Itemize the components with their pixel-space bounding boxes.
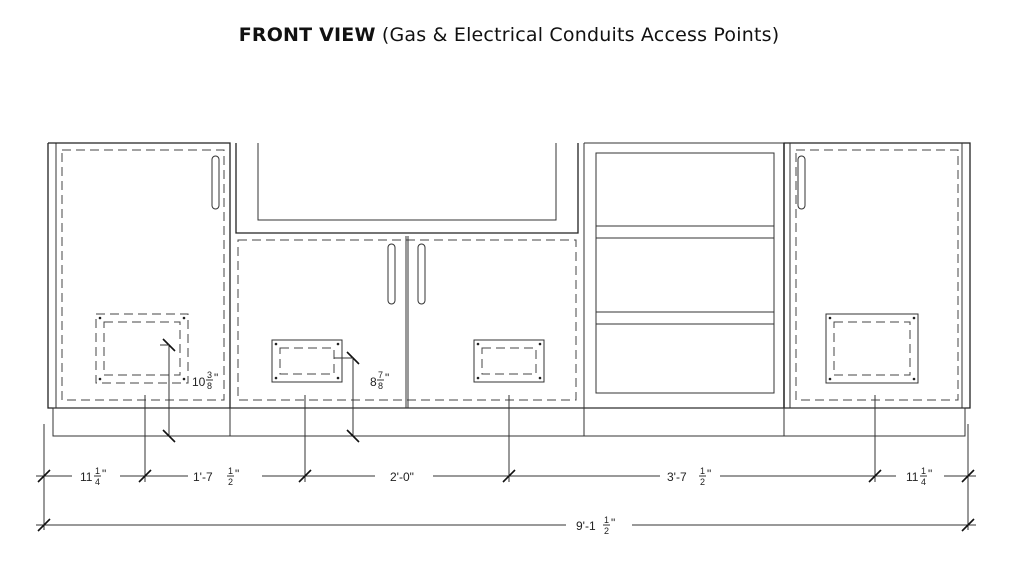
svg-text:4: 4 bbox=[921, 477, 926, 487]
svg-text:11: 11 bbox=[80, 470, 93, 484]
svg-text:8: 8 bbox=[370, 375, 377, 389]
door-handle-right bbox=[417, 243, 426, 305]
dim-label-vertical-2: 8 7 8 " bbox=[370, 370, 389, 391]
left-cabinet-door bbox=[61, 149, 225, 401]
svg-text:2'-0": 2'-0" bbox=[390, 470, 414, 484]
title-main: FRONT VIEW bbox=[238, 24, 376, 46]
svg-text:1: 1 bbox=[921, 466, 926, 476]
svg-text:2: 2 bbox=[604, 526, 609, 536]
access-panel-left bbox=[95, 313, 189, 384]
svg-text:": " bbox=[611, 516, 615, 530]
dim-label-1: 11 1 4 " bbox=[80, 466, 106, 487]
right-cabinet-door bbox=[795, 149, 959, 401]
dimension-line-row bbox=[36, 469, 976, 483]
access-panel-center-left bbox=[271, 339, 343, 383]
svg-text:3: 3 bbox=[207, 370, 212, 380]
svg-text:": " bbox=[385, 371, 389, 385]
svg-text:": " bbox=[235, 467, 239, 481]
svg-text:10: 10 bbox=[192, 375, 206, 389]
drawing-title: FRONT VIEW (Gas & Electrical Conduits Ac… bbox=[0, 24, 1018, 46]
svg-text:2: 2 bbox=[228, 477, 233, 487]
svg-text:4: 4 bbox=[95, 477, 100, 487]
vertical-dimension-leaders bbox=[160, 338, 360, 443]
svg-text:11: 11 bbox=[906, 470, 919, 484]
drawer-stack bbox=[595, 152, 775, 394]
extension-lines bbox=[43, 395, 969, 530]
dim-label-3: 2'-0" bbox=[390, 470, 414, 484]
svg-text:1: 1 bbox=[228, 466, 233, 476]
svg-text:7: 7 bbox=[378, 370, 383, 380]
svg-text:": " bbox=[214, 371, 218, 385]
access-panel-center-right bbox=[473, 339, 545, 383]
svg-text:": " bbox=[102, 467, 106, 481]
svg-text:3'-7: 3'-7 bbox=[667, 470, 687, 484]
svg-text:1'-7: 1'-7 bbox=[193, 470, 213, 484]
grill-double-doors bbox=[237, 236, 577, 408]
svg-text:1: 1 bbox=[604, 515, 609, 525]
right-door-handle bbox=[797, 155, 806, 210]
svg-text:8: 8 bbox=[378, 381, 383, 391]
dim-label-overall: 9'-1 1 2 " bbox=[576, 515, 615, 536]
dim-label-5: 11 1 4 " bbox=[906, 466, 932, 487]
svg-text:": " bbox=[707, 467, 711, 481]
dim-label-vertical-1: 10 3 8 " bbox=[192, 370, 218, 391]
svg-text:9'-1: 9'-1 bbox=[576, 519, 596, 533]
svg-text:8: 8 bbox=[207, 381, 212, 391]
door-handle-left bbox=[387, 243, 396, 305]
svg-text:2: 2 bbox=[700, 477, 705, 487]
title-subtitle: (Gas & Electrical Conduits Access Points… bbox=[381, 24, 780, 46]
dim-label-4: 3'-7 1 2 " bbox=[667, 466, 711, 487]
cabinet-outline bbox=[47, 142, 971, 437]
overall-dimension-line bbox=[36, 518, 976, 532]
svg-text:1: 1 bbox=[700, 466, 705, 476]
dim-label-2: 1'-7 1 2 " bbox=[193, 466, 239, 487]
svg-text:": " bbox=[928, 467, 932, 481]
access-panel-right bbox=[825, 313, 919, 384]
svg-text:1: 1 bbox=[95, 466, 100, 476]
left-door-handle bbox=[211, 155, 220, 210]
